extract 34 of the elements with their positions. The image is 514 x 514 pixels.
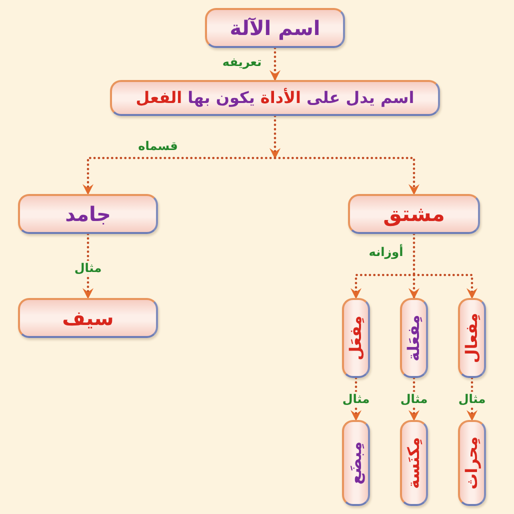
dotted-arrow xyxy=(82,232,94,300)
box-label: مِبضَع xyxy=(346,441,366,485)
tall-rounded-box xyxy=(458,298,486,378)
dotted-arrow xyxy=(82,156,276,196)
rounded-box xyxy=(18,194,158,234)
box-label: مِكنَسة xyxy=(404,437,424,489)
rounded-box xyxy=(205,8,345,48)
rounded-box xyxy=(18,298,158,338)
tall-rounded-box xyxy=(400,420,428,506)
box-label: مِحراث xyxy=(462,436,482,490)
dotted-line xyxy=(412,232,416,276)
box-label: مِفعَلة xyxy=(404,314,424,362)
box-label: مِفعَل xyxy=(346,316,366,360)
tall-rounded-box xyxy=(342,298,370,378)
edge-label: مثال xyxy=(398,392,430,406)
rounded-box xyxy=(348,194,480,234)
edge-label: قسماه xyxy=(136,138,180,154)
edge-label: أوزانه xyxy=(366,244,406,260)
dotted-arrow xyxy=(270,46,280,82)
edge-label: مثال xyxy=(456,392,488,406)
tall-rounded-box xyxy=(342,420,370,506)
edge-label: مثال xyxy=(340,392,372,406)
box-label: مشتق xyxy=(383,200,445,228)
dotted-arrow xyxy=(270,114,280,160)
dotted-arrow xyxy=(350,274,416,300)
tall-rounded-box xyxy=(400,298,428,378)
box-label: مِفعال xyxy=(462,312,482,364)
box-label: جامد xyxy=(65,202,111,226)
tall-rounded-box xyxy=(458,420,486,506)
edge-label: مثال xyxy=(72,260,104,276)
rounded-box xyxy=(110,80,440,116)
box-label: اسم الآلة xyxy=(230,16,320,40)
box-label: اسم يدل على الأداة يكون بها الفعل xyxy=(136,88,414,108)
box-label: سيف xyxy=(62,306,114,330)
